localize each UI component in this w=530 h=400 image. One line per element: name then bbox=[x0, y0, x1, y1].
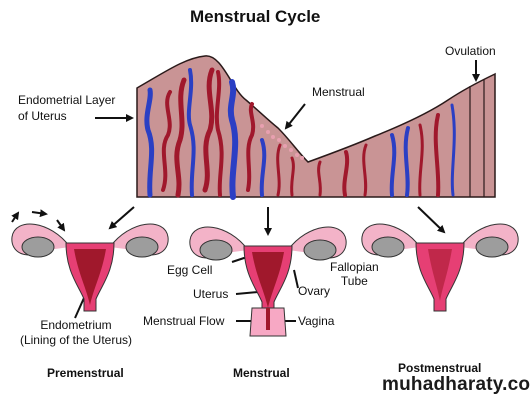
endometrium-label: Endometrium (Lining of the Uterus) bbox=[19, 318, 133, 347]
watermark: muhadharaty.com bbox=[378, 372, 530, 400]
diagram-title: Menstrual Cycle bbox=[190, 7, 321, 26]
vagina-label: Vagina bbox=[298, 314, 335, 328]
uterus-postmenstrual bbox=[361, 223, 519, 312]
endometrial-layer-label: Endometrial Layer of Uterus bbox=[18, 93, 116, 123]
uterus-menstrual bbox=[189, 226, 347, 337]
endometrial-layer-strip bbox=[136, 55, 496, 200]
blood-vessels bbox=[144, 67, 456, 200]
phase-caption-menstrual: Menstrual bbox=[233, 366, 290, 380]
ovary-pointer bbox=[293, 269, 299, 289]
ovary-label: Ovary bbox=[298, 284, 331, 298]
egg-cell-label: Egg Cell bbox=[167, 263, 213, 277]
menstrual-arrow bbox=[284, 103, 306, 130]
watermark-text: muhadharaty.com bbox=[382, 374, 530, 395]
menstrual-label: Menstrual bbox=[312, 85, 365, 99]
phase-caption-premenstrual: Premenstrual bbox=[47, 366, 124, 380]
phase-caption-postmenstrual: Postmenstrual bbox=[398, 361, 482, 375]
uterus-pointer bbox=[235, 291, 259, 295]
shedding-tissue bbox=[260, 124, 304, 160]
uterus-premenstrual bbox=[11, 223, 169, 312]
ovulation-label: Ovulation bbox=[445, 44, 496, 58]
fallopian-tube-label: Fallopian Tube bbox=[330, 260, 379, 288]
menstrual-flow-label: Menstrual Flow bbox=[143, 314, 225, 328]
postmenstrual-down-arrow bbox=[417, 206, 446, 234]
uterus-label: Uterus bbox=[193, 287, 229, 301]
premenstrual-down-arrow bbox=[108, 206, 135, 230]
